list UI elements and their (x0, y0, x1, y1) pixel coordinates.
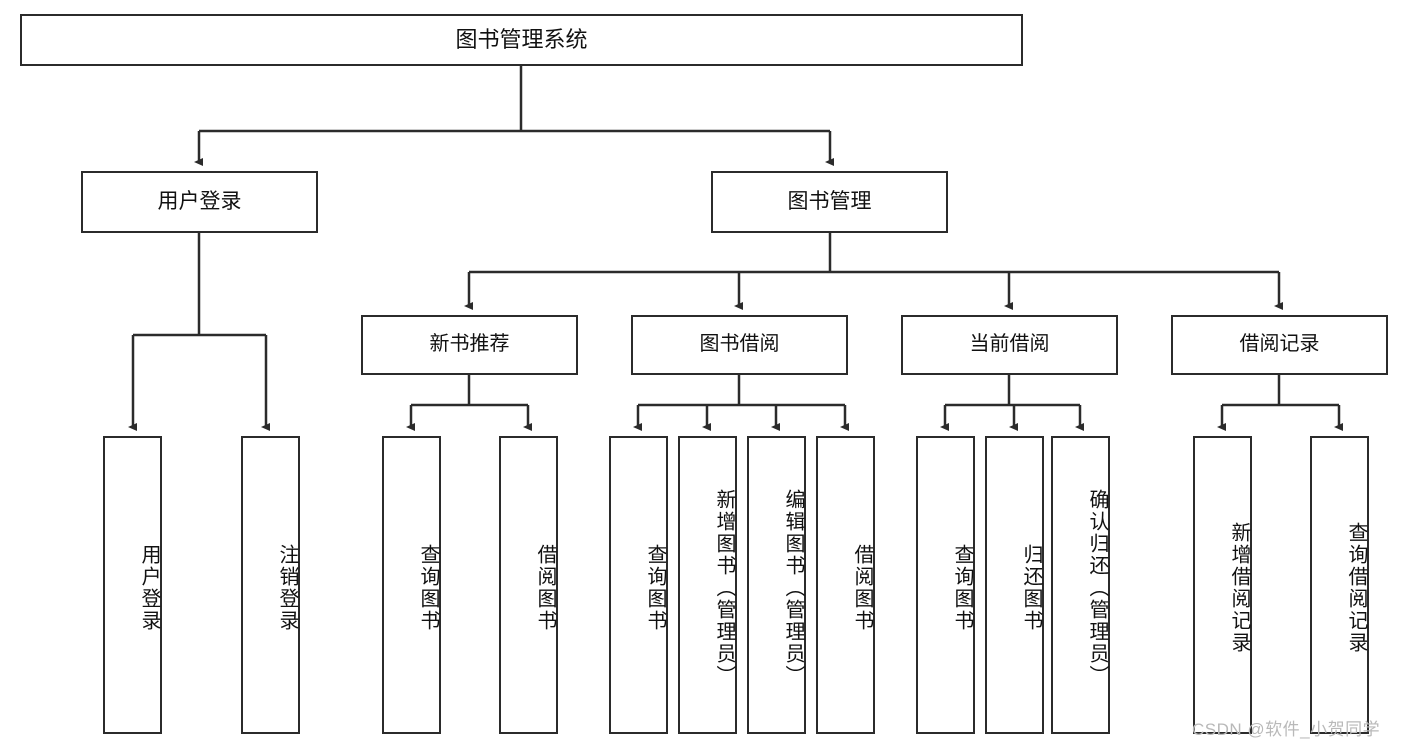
node-label: 用户登录 (157, 189, 242, 213)
node-label: 新增图书（管理员） (713, 489, 735, 687)
node-label: 借阅图书 (534, 544, 556, 632)
node-label: 查询图书 (951, 544, 973, 632)
node-label: 图书管理 (787, 189, 872, 213)
node-user-login[interactable]: 用户登录 (81, 171, 318, 233)
node-new-book-recommend[interactable]: 新书推荐 (361, 315, 578, 375)
watermark-text: CSDN @软件_小贺同学 (1192, 720, 1381, 739)
node-label: 借阅图书 (851, 544, 873, 632)
node-label: 编辑图书（管理员） (782, 489, 804, 687)
node-book-management-system[interactable]: 图书管理系统 (20, 14, 1023, 66)
node-label: 确认归还（管理员） (1086, 489, 1108, 687)
node-label: 图书借阅 (699, 333, 780, 356)
node-book-borrow[interactable]: 图书借阅 (631, 315, 848, 375)
node-book-management[interactable]: 图书管理 (711, 171, 948, 233)
node-leaf-user-login[interactable]: 用户登录 (103, 436, 162, 734)
node-label: 用户登录 (138, 544, 160, 632)
node-leaf-borrow-book-2[interactable]: 借阅图书 (816, 436, 875, 734)
node-label: 查询图书 (417, 544, 439, 632)
node-leaf-query-book-1[interactable]: 查询图书 (382, 436, 441, 734)
node-leaf-logout-login[interactable]: 注销登录 (241, 436, 300, 734)
node-label: 查询借阅记录 (1345, 522, 1367, 654)
node-leaf-query-book-3[interactable]: 查询图书 (916, 436, 975, 734)
node-label: 当前借阅 (969, 333, 1050, 356)
node-label: 注销登录 (276, 544, 298, 632)
node-leaf-query-book-2[interactable]: 查询图书 (609, 436, 668, 734)
node-leaf-edit-book[interactable]: 编辑图书（管理员） (747, 436, 806, 734)
node-label: 归还图书 (1020, 544, 1042, 632)
node-leaf-add-book[interactable]: 新增图书（管理员） (678, 436, 737, 734)
node-borrow-record[interactable]: 借阅记录 (1171, 315, 1388, 375)
node-leaf-return-book[interactable]: 归还图书 (985, 436, 1044, 734)
node-leaf-borrow-book-1[interactable]: 借阅图书 (499, 436, 558, 734)
node-label: 借阅记录 (1239, 333, 1320, 356)
node-label: 查询图书 (644, 544, 666, 632)
node-label: 新增借阅记录 (1228, 522, 1250, 654)
node-leaf-add-record[interactable]: 新增借阅记录 (1193, 436, 1252, 734)
node-label: 新书推荐 (429, 333, 510, 356)
node-leaf-confirm-return[interactable]: 确认归还（管理员） (1051, 436, 1110, 734)
node-label: 图书管理系统 (455, 27, 588, 53)
node-leaf-query-record[interactable]: 查询借阅记录 (1310, 436, 1369, 734)
node-current-borrow[interactable]: 当前借阅 (901, 315, 1118, 375)
